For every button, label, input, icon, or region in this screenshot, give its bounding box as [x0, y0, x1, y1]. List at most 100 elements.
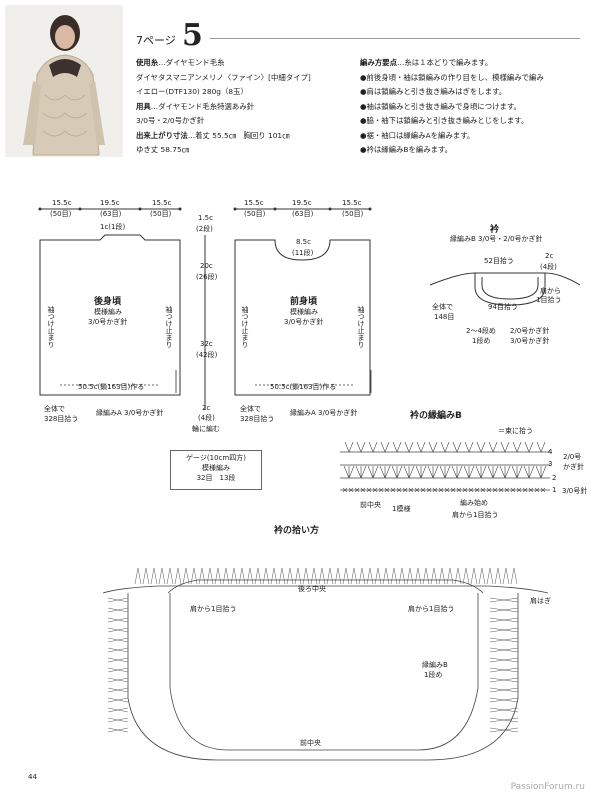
sc-stitch-mark — [456, 487, 462, 493]
pickup-side-mark — [107, 607, 129, 613]
pickup-shoulder-l: 肩から1目拾う — [190, 605, 237, 613]
pickup-stitch-mark — [302, 567, 310, 585]
pickup-front-center: 前中央 — [300, 739, 321, 747]
sc-stitch-mark — [390, 487, 396, 493]
pickup-stitch-mark — [166, 567, 174, 585]
back-shoulder-width: 15.5c — [52, 199, 72, 207]
sc-stitch-mark — [426, 487, 432, 493]
back-total: 全体で — [44, 405, 65, 413]
pickup-side-mark — [107, 727, 129, 733]
pickup-stitch-mark — [326, 567, 334, 585]
yarn-name: ダイヤタスマニアンメリノ〈ファイン〉[中細タイプ] — [136, 72, 311, 82]
pickup-side-mark — [489, 677, 519, 683]
pickup-side-mark — [107, 657, 129, 663]
pickup-stitch-mark — [406, 567, 414, 585]
edge-row3: 3 — [548, 460, 553, 468]
sleeve-length: ゆき丈 58.75㎝ — [136, 145, 190, 154]
back-neck-sts: (63目) — [100, 210, 122, 218]
front-neck-sts: (63目) — [292, 210, 314, 218]
collar-diagram — [429, 272, 581, 306]
step-item: ●衿は縁編みBを編みます。 — [360, 145, 453, 154]
front-side-mark: 袖つけ止まり — [241, 306, 249, 348]
collar-shoulder: 肩から — [540, 287, 561, 295]
back-side-mark: 袖つけ止まり — [47, 306, 55, 348]
step-item: ●裾・袖口は縁編みAを編みます。 — [360, 130, 475, 140]
pickup-stitch-mark — [438, 567, 446, 585]
sc-stitch-mark — [462, 487, 468, 493]
sc-stitch-mark — [366, 487, 372, 493]
pickup-edge-rows: 1段め — [424, 671, 443, 679]
gauge-stitch: 模様編み — [202, 464, 230, 472]
pickup-shoulder-r: 肩から1目拾う — [408, 605, 455, 613]
pickup-stitch-mark — [206, 567, 214, 585]
back-side-mark-r: 袖つけ止まり — [165, 306, 173, 348]
pickup-stitch-mark — [270, 567, 278, 585]
pickup-stitch-mark — [422, 567, 430, 585]
sc-stitch-mark — [354, 487, 360, 493]
front-edge-note: 縁編みA 3/0号かぎ針 — [290, 409, 358, 417]
step-item: ●脇・袖下は鎖編みと引き抜き編みとじをします。 — [360, 116, 529, 125]
sc-stitch-mark — [342, 487, 348, 493]
sc-stitch-mark — [468, 487, 474, 493]
pickup-stitch-mark — [470, 567, 478, 585]
back-shoulder-width-r: 15.5c — [152, 199, 172, 207]
sc-stitch-mark — [372, 487, 378, 493]
collar-rows-a: 2〜4段め — [466, 327, 496, 335]
step-item: ●肩は鎖編みと引き抜き編みはぎをします。 — [360, 87, 507, 96]
pickup-side-mark — [107, 617, 129, 623]
pickup-stitch-mark — [510, 567, 518, 585]
back-hook: 3/0号かぎ針 — [88, 318, 128, 326]
height-top: 1.5c — [198, 214, 213, 222]
height-hem-rows: (4段) — [198, 414, 215, 422]
pickup-stitch-mark — [486, 567, 494, 585]
pickup-side-mark — [489, 687, 519, 693]
dc-fan-mark — [451, 465, 463, 479]
dc-fan-mark — [355, 465, 367, 479]
picot-mark — [476, 441, 486, 453]
pickup-stitch-mark — [390, 567, 398, 585]
edge-hook-top2: かぎ針 — [563, 463, 584, 471]
edge-row1: 1 — [552, 486, 557, 494]
front-shoulder-sts-r: (50目) — [342, 210, 364, 218]
yarn-brand: …ダイヤモンド毛糸 — [158, 58, 225, 67]
sc-stitch-mark — [384, 487, 390, 493]
front-total-sts: 328目拾う — [240, 415, 275, 423]
sc-stitch-mark — [540, 487, 546, 493]
pickup-stitch-mark — [198, 567, 206, 585]
collar-rows-b: 1段め — [472, 337, 491, 345]
pickup-stitch-mark — [254, 567, 262, 585]
sc-stitch-mark — [396, 487, 402, 493]
collar-side-rows: (4段) — [540, 263, 557, 271]
pickup-stitch-mark — [382, 567, 390, 585]
sc-stitch-mark — [522, 487, 528, 493]
front-neck-rows: (11段) — [292, 249, 314, 257]
pickup-stitch-mark — [286, 567, 294, 585]
edge-pattern: 1模様 — [392, 505, 411, 513]
pickup-side-mark — [107, 717, 129, 723]
dc-fan-mark — [499, 465, 511, 479]
edge-hook-bottom: 3/0号針 — [562, 487, 588, 495]
sc-stitch-mark — [378, 487, 384, 493]
page-number: 44 — [28, 773, 37, 781]
picot-mark — [452, 441, 462, 453]
sc-stitch-mark — [450, 487, 456, 493]
pickup-side-mark — [489, 667, 519, 673]
back-stitch: 模様編み — [94, 308, 122, 316]
dc-fan-mark — [511, 465, 523, 479]
picot-mark — [524, 441, 534, 453]
pickup-stitch-mark — [310, 567, 318, 585]
gauge-values: 32目 13段 — [196, 474, 236, 482]
pickup-stitch-mark — [134, 567, 142, 585]
collar-title: 衿 — [490, 225, 500, 235]
sc-stitch-mark — [420, 487, 426, 493]
back-outline — [39, 234, 181, 396]
dc-fan-mark — [535, 465, 547, 479]
pickup-stitch-mark — [150, 567, 158, 585]
yarn-label: 使用糸 — [136, 58, 159, 67]
steps-heading-tail: …糸は１本どりで編みます。 — [396, 58, 493, 67]
picot-mark — [536, 441, 546, 453]
collar-total-sts: 148目 — [434, 313, 455, 321]
pickup-stitch-mark — [462, 567, 470, 585]
front-neck-width: 19.5c — [292, 199, 312, 207]
picot-mark — [380, 441, 390, 453]
